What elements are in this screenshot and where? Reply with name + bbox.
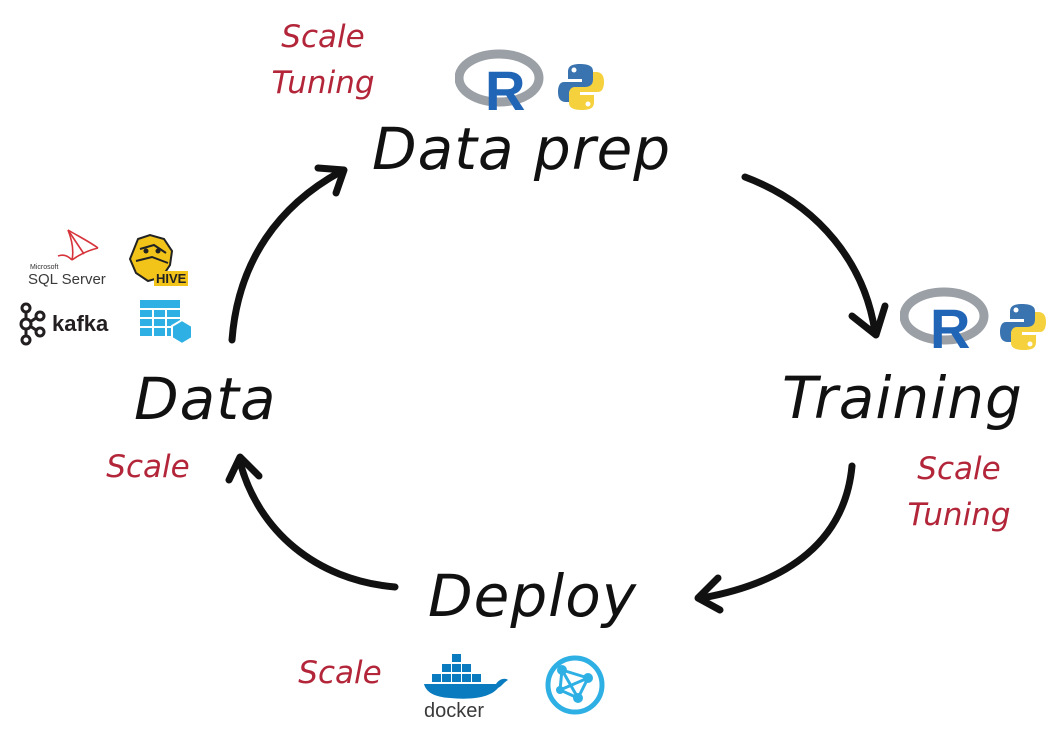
- kafka-logo-text: kafka: [52, 311, 109, 336]
- kafka-logo-icon: kafka: [16, 302, 126, 346]
- note-deploy-scale: Scale: [298, 655, 382, 691]
- arrowhead-deploy: [694, 574, 724, 614]
- sql-server-logo-small-text: Microsoft: [30, 264, 59, 271]
- arrow-deploy-to-data: [236, 458, 399, 591]
- note-data-prep: Scale Tuning: [258, 14, 388, 106]
- azure-table-storage-icon: [138, 298, 196, 348]
- note-data: Scale: [98, 444, 198, 490]
- r-logo-icon-training: R: [899, 286, 992, 360]
- hive-logo-icon: HIVE: [124, 233, 189, 291]
- arrowhead-data-prep: [314, 164, 348, 197]
- sql-server-logo-icon: Microsoft SQL Server: [28, 228, 112, 290]
- note-training-scale: Scale: [917, 451, 1001, 487]
- stage-data: Data: [134, 365, 277, 433]
- python-logo-icon-training: [998, 302, 1048, 352]
- note-training-tuning: Tuning: [907, 497, 1011, 533]
- note-data-prep-scale: Scale: [281, 19, 365, 55]
- docker-logo-text: docker: [424, 700, 485, 722]
- note-training: Scale Tuning: [892, 446, 1026, 538]
- azure-service-fabric-icon: [544, 654, 606, 716]
- r-logo-letter: R: [485, 59, 525, 116]
- note-deploy: Scale: [290, 650, 390, 696]
- note-data-scale: Scale: [106, 449, 190, 485]
- stage-data-prep: Data prep: [372, 115, 672, 183]
- arrowhead-data: [225, 453, 263, 484]
- sql-server-logo-text: SQL Server: [28, 271, 106, 288]
- python-logo-icon: [556, 62, 606, 112]
- docker-logo-icon: docker: [420, 652, 510, 724]
- arrow-data-to-data-prep: [228, 168, 344, 344]
- arrow-data-prep-to-training: [741, 173, 879, 336]
- arrowhead-training: [848, 302, 889, 339]
- arrow-training-to-deploy: [698, 462, 856, 602]
- hive-logo-text: HIVE: [154, 271, 189, 286]
- r-logo-letter-training: R: [930, 297, 970, 354]
- r-logo-icon: R: [454, 48, 547, 122]
- stage-deploy: Deploy: [428, 562, 638, 630]
- stage-training: Training: [782, 364, 1023, 432]
- note-data-prep-tuning: Tuning: [271, 65, 375, 101]
